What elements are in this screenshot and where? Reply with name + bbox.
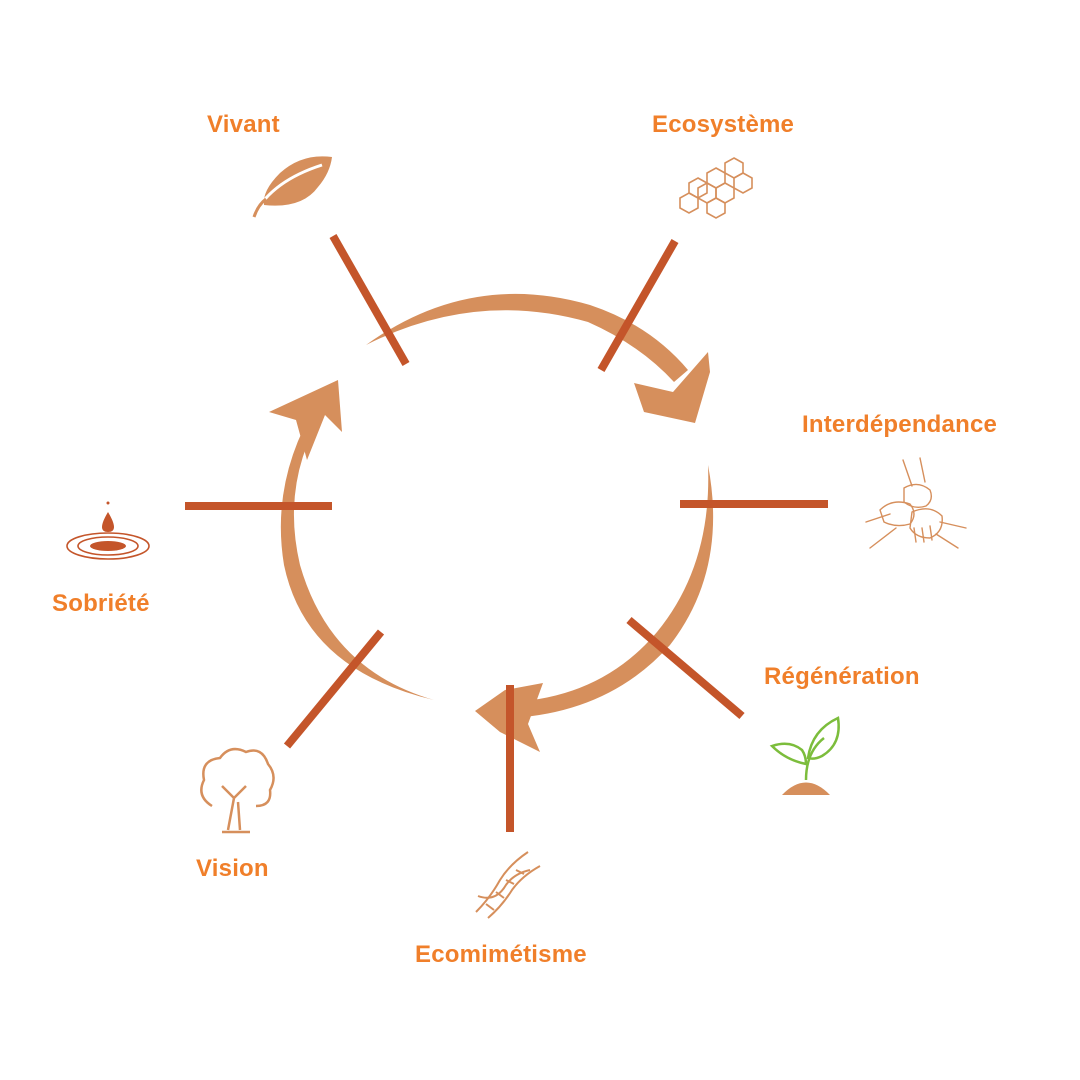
label-sobriete: Sobriété [52,590,150,617]
arrowhead-left [269,380,342,460]
label-vivant: Vivant [207,111,280,138]
joined-hands-icon [865,457,967,549]
ring-arc-left [280,402,434,700]
water-drop-icon [66,501,150,560]
connector-vision [283,629,385,749]
connector-regeneration [626,616,745,720]
cycle-ring [269,293,714,752]
label-ecosysteme: Ecosystème [652,111,795,138]
tree-icon [200,747,275,834]
connector-ecosysteme [597,239,679,372]
ring-arc-top [366,293,688,382]
label-ecomimetisme: Ecomimétisme [415,941,587,968]
connector-vivant [329,234,410,366]
honeycomb-icon [679,157,753,219]
label-regeneration: Régénération [764,663,920,690]
sprout-icon [769,716,840,795]
dna-icon [475,851,541,919]
label-interdependance: Interdépendance [802,411,998,438]
label-vision: Vision [196,855,269,882]
leaf-icon [252,156,332,218]
arrowhead-top-right [634,352,710,423]
